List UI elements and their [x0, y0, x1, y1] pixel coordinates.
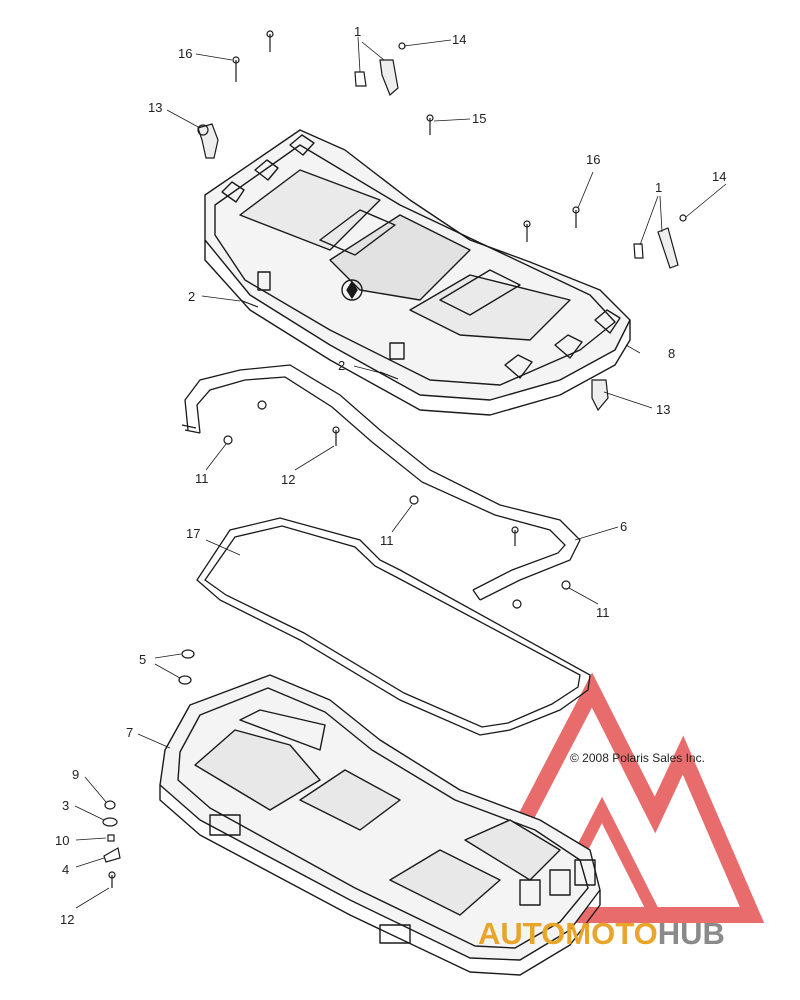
gasket-part-17 [196, 517, 591, 736]
callout-10: 10 [55, 833, 69, 848]
callout-16-right: 16 [586, 152, 600, 167]
callout-1-right: 1 [655, 180, 662, 195]
callout-17: 17 [186, 526, 200, 541]
callout-labels: 1 14 16 13 15 16 1 14 2 8 2 13 11 12 11 … [55, 24, 726, 927]
svg-text:AUTOMOTOHUB: AUTOMOTOHUB [478, 916, 725, 951]
seal-frame-part-6 [181, 364, 581, 601]
callout-7: 7 [126, 725, 133, 740]
callout-14-right: 14 [712, 169, 726, 184]
watermark-text-automoto: AUTOMOTO [478, 916, 658, 951]
callout-1-upper: 1 [354, 24, 361, 39]
watermark-text: AUTOMOTOHUB [478, 916, 725, 951]
callout-3: 3 [62, 798, 69, 813]
callout-12-upper: 12 [281, 472, 295, 487]
callout-6: 6 [620, 519, 627, 534]
leader-lines [74, 36, 727, 909]
callout-16-upper: 16 [178, 46, 192, 61]
callout-13-lower: 13 [656, 402, 670, 417]
callout-5: 5 [139, 652, 146, 667]
callout-13-upper: 13 [148, 100, 162, 115]
copyright-text: © 2008 Polaris Sales Inc. [570, 751, 705, 765]
rack-base-part-7 [159, 674, 601, 976]
callout-15: 15 [472, 111, 486, 126]
callout-11-center: 11 [380, 533, 394, 548]
callout-2-upper: 2 [188, 289, 195, 304]
callout-9: 9 [72, 767, 79, 782]
callout-4: 4 [62, 862, 69, 877]
watermark-text-hub: HUB [658, 916, 725, 951]
callout-14-upper: 14 [452, 32, 466, 47]
hardware-parts [102, 30, 687, 888]
callout-2-lower: 2 [338, 358, 345, 373]
callout-8: 8 [668, 346, 675, 361]
lid-part-8 [204, 129, 631, 416]
callout-11-left: 11 [195, 471, 209, 486]
callout-12-lower: 12 [60, 912, 74, 927]
callout-11-right: 11 [596, 605, 610, 620]
